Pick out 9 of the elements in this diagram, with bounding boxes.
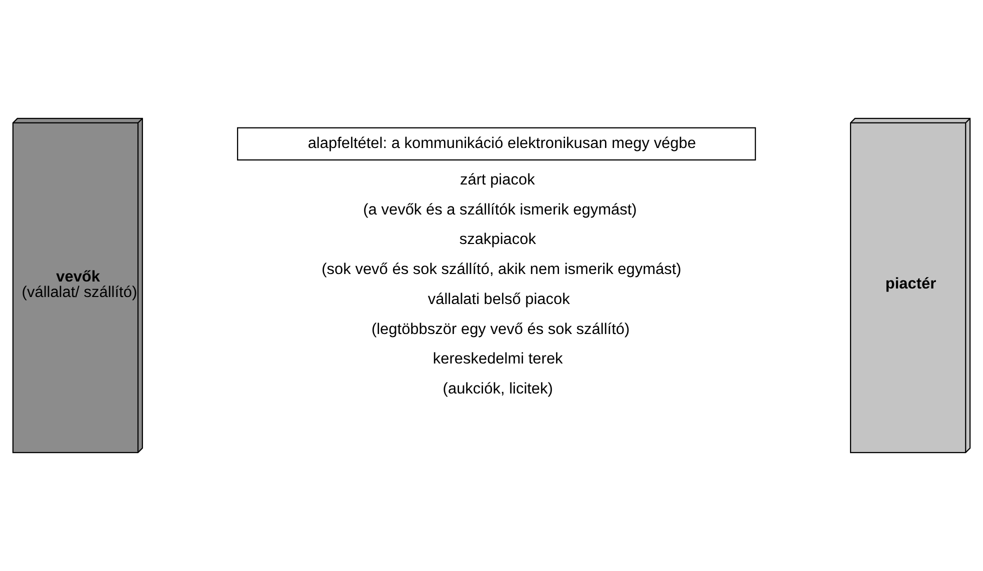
label: zárt piacok xyxy=(460,171,535,188)
label: kereskedelmi terek xyxy=(432,350,563,368)
label: (aukciók, licitek) xyxy=(442,380,553,398)
label: szakpiacok xyxy=(459,231,536,248)
label: (sok vevő és sok szállító, akik nem ismerik egymást) xyxy=(322,261,682,278)
node-box: alapfeltétel: a kommunikáció elektronikusan megy végbe xyxy=(237,127,756,160)
label: (legtöbbször egy vevő és sok szállító) xyxy=(371,320,630,338)
label: (a vevők és a szállítók ismerik egymást) xyxy=(363,201,637,218)
label: vállalati belső piacok xyxy=(428,290,570,308)
